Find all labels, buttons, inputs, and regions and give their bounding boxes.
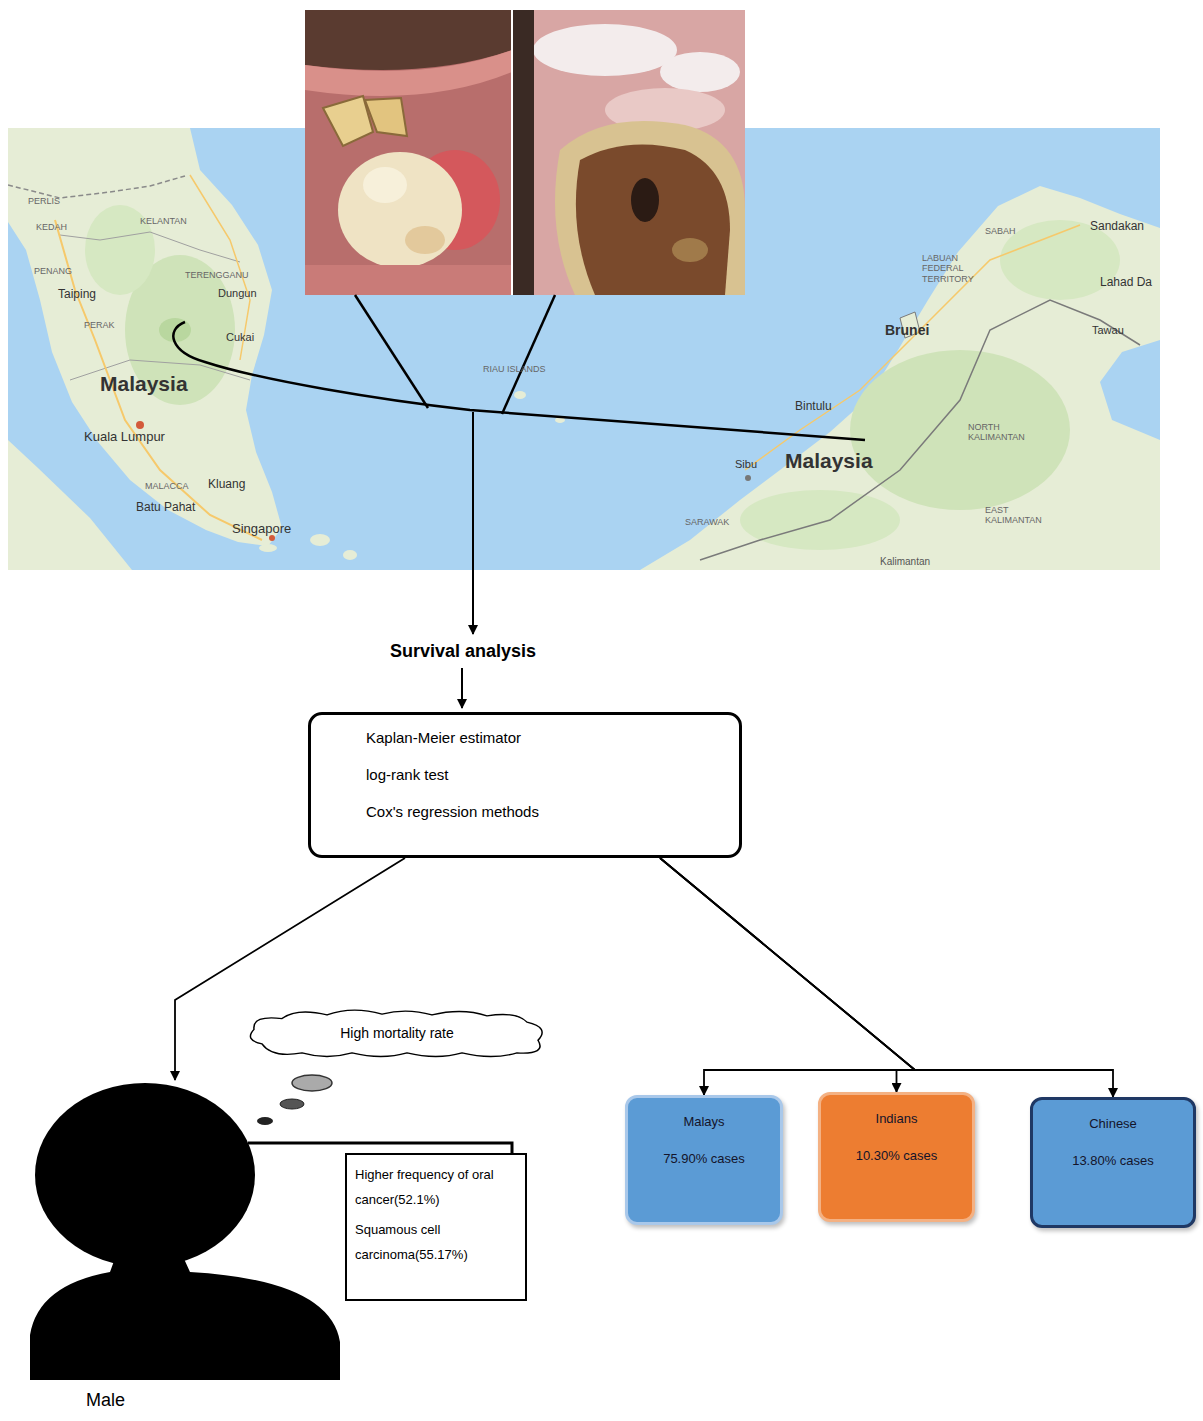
- map-label: Kuala Lumpur: [84, 430, 165, 445]
- node-text: Male: [86, 1390, 340, 1411]
- silhouette-head: [35, 1083, 255, 1267]
- map-label: Sandakan: [1090, 220, 1144, 234]
- map-label: Brunei: [885, 322, 929, 338]
- map-label: KEDAH: [36, 222, 67, 232]
- map-label: Sibu: [735, 458, 757, 471]
- map-label: Batu Pahat: [136, 501, 195, 515]
- map-label: KELANTAN: [140, 216, 187, 226]
- connector-arrow: [660, 858, 1113, 1097]
- node-text: Squamous cell carcinoma(55.17%): [355, 1218, 517, 1267]
- thought-cloud: High mortality rate: [242, 1005, 552, 1061]
- map-label: PENANG: [34, 266, 72, 276]
- map-label: PERLIS: [28, 196, 60, 206]
- silhouette: [30, 1080, 340, 1380]
- methods-box: Kaplan-Meier estimator log-rank testCox's…: [308, 712, 742, 858]
- map-label: Taiping: [58, 288, 96, 302]
- node-text: log-rank test: [366, 766, 729, 783]
- map-label: EAST KALIMANTAN: [985, 505, 1055, 526]
- map-label: Malaysia: [785, 449, 873, 473]
- map-label: PERAK: [84, 320, 115, 330]
- connector-arrow: [660, 858, 915, 1095]
- group-box: Malays 75.90% cases: [625, 1095, 783, 1225]
- map-label: Tawau: [1092, 324, 1124, 337]
- map-label: LABUAN FEDERAL TERRITORY: [922, 253, 984, 284]
- map-label: NORTH KALIMANTAN: [968, 422, 1038, 443]
- person-silhouette: Male: [30, 1080, 340, 1411]
- connector-arrow: [248, 1143, 512, 1153]
- node-text: 10.30% cases: [827, 1148, 966, 1163]
- node-text: 13.80% cases: [1039, 1153, 1187, 1168]
- map-label: Kalimantan: [880, 556, 930, 568]
- map-label: Malaysia: [100, 372, 188, 396]
- group-box: Chinese 13.80% cases: [1030, 1097, 1196, 1228]
- map-label: Dungun: [218, 287, 257, 300]
- info-box: Higher frequency of oral cancer(52.1%) Sq…: [345, 1153, 527, 1301]
- node-text: Chinese: [1039, 1116, 1187, 1131]
- map-label: SARAWAK: [685, 517, 729, 527]
- map-label: SABAH: [985, 226, 1016, 236]
- map-label: Singapore: [232, 522, 291, 537]
- connector-arrow: [660, 858, 915, 1092]
- map-label: MALACCA: [145, 481, 189, 491]
- node-text: High mortality rate: [340, 1025, 454, 1041]
- map-label: TERENGGANU: [185, 270, 249, 280]
- node-text: Cox's regression methods: [366, 803, 729, 820]
- step-label: Survival analysis: [390, 641, 536, 662]
- map-label: Lahad Da: [1100, 276, 1152, 290]
- map-label: Bintulu: [795, 400, 832, 414]
- map-label: Kluang: [208, 478, 245, 492]
- node-text: Malays: [634, 1114, 774, 1129]
- node-text: Indians: [827, 1111, 966, 1126]
- cloud-path: [250, 1010, 542, 1056]
- node-text: 75.90% cases: [634, 1151, 774, 1166]
- map-label: Cukai: [226, 331, 254, 344]
- silhouette-body: [30, 1250, 340, 1380]
- node-text: Kaplan-Meier estimator: [366, 729, 729, 746]
- map-label: RIAU ISLANDS: [483, 364, 546, 374]
- group-box: Indians 10.30% cases: [818, 1092, 975, 1222]
- lesion-photos: [305, 10, 745, 295]
- node-text: Higher frequency of oral cancer(52.1%): [355, 1163, 517, 1212]
